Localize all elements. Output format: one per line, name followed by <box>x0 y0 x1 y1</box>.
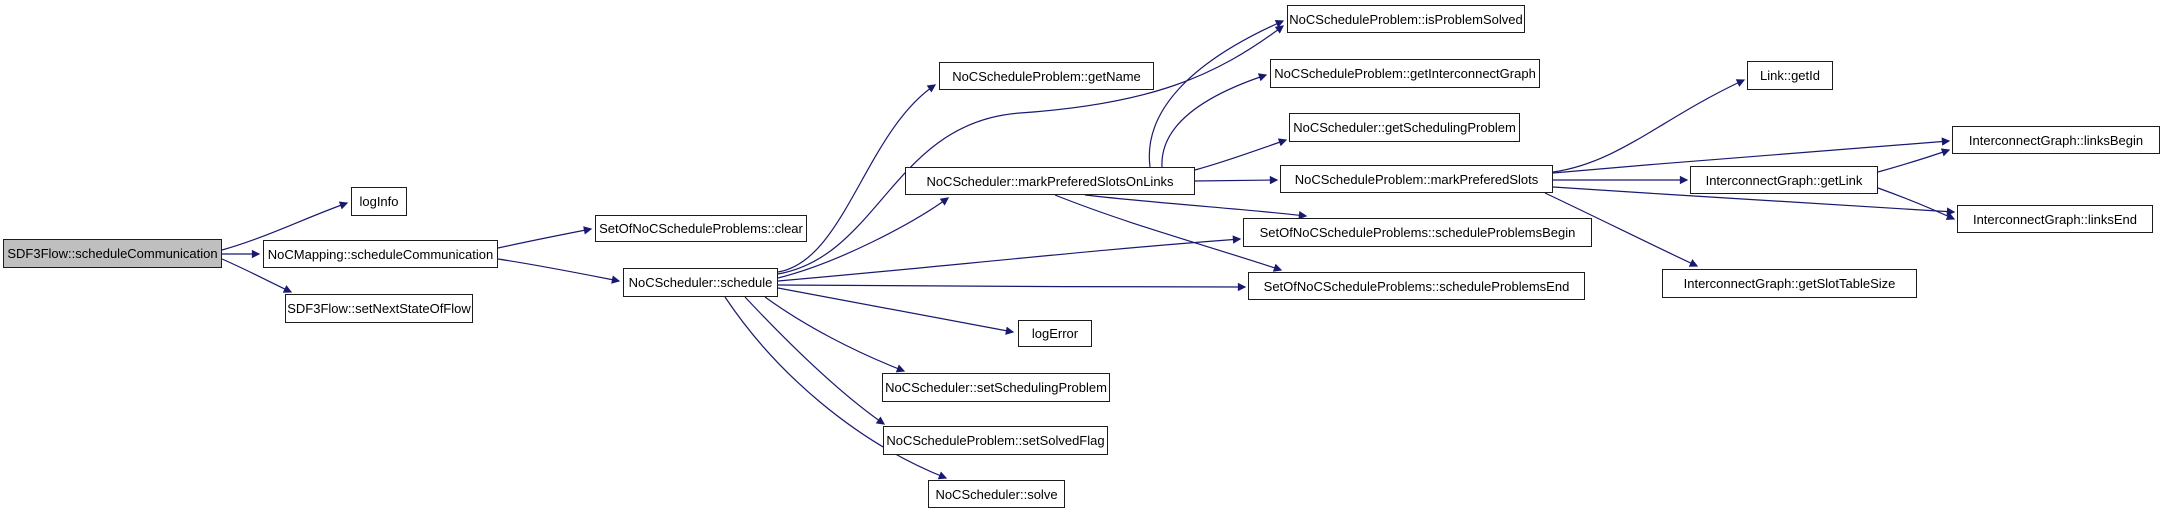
node-interconnectgraph-getslottablesize[interactable]: InterconnectGraph::getSlotTableSize <box>1662 269 1917 298</box>
edge-group <box>221 20 1956 480</box>
node-sdf3flow-schedulecommunication[interactable]: SDF3Flow::scheduleCommunication <box>3 239 222 268</box>
edge-nocscheduler-schedule-to-nocscheduleproblem-isproblemsolved <box>777 25 1285 275</box>
node-nocmapping-schedulecommunication[interactable]: NoCMapping::scheduleCommunication <box>263 240 498 268</box>
edge-nocmapping-schedulecommunication-to-setofnocscheduleproblems-clear <box>497 226 593 249</box>
node-setofnocscheduleproblems-scheduleproblemsbegin[interactable]: SetOfNoCScheduleProblems::scheduleProble… <box>1243 218 1592 247</box>
edge-nocscheduler-schedule-to-setofnocscheduleproblems-scheduleproblemsbegin <box>777 235 1242 282</box>
node-setofnocscheduleproblems-clear[interactable]: SetOfNoCScheduleProblems::clear <box>595 215 807 242</box>
edge-nocscheduler-schedule-to-logerror <box>777 287 1015 335</box>
edge-nocscheduler-markpreferedslotsonlinks-to-nocscheduleproblem-getinterconnectgraph <box>1161 73 1268 168</box>
node-nocscheduleproblem-isproblemsolved[interactable]: NoCScheduleProblem::isProblemSolved <box>1287 5 1525 33</box>
node-loginfo[interactable]: logInfo <box>351 187 407 216</box>
edge-nocscheduler-markpreferedslotsonlinks-to-setofnocscheduleproblems-scheduleproblemsend <box>1054 194 1283 272</box>
edge-nocscheduler-markpreferedslotsonlinks-to-nocscheduleproblem-isproblemsolved <box>1148 20 1285 168</box>
node-nocscheduler-markpreferedslotsonlinks[interactable]: NoCScheduler::markPreferedSlotsOnLinks <box>905 167 1195 195</box>
edge-nocscheduler-schedule-to-nocscheduleproblem-setsolvedflag <box>744 296 886 425</box>
edge-nocscheduler-schedule-to-nocscheduleproblem-getname <box>777 84 937 273</box>
node-nocscheduler-getschedulingproblem[interactable]: NoCScheduler::getSchedulingProblem <box>1289 113 1520 142</box>
edge-nocscheduler-schedule-to-nocscheduler-setschedulingproblem <box>764 296 906 373</box>
node-nocscheduleproblem-getinterconnectgraph[interactable]: NoCScheduleProblem::getInterconnectGraph <box>1270 59 1540 88</box>
edge-nocscheduleproblem-markpreferedslots-to-link-getid <box>1552 79 1746 173</box>
node-nocscheduler-schedule[interactable]: NoCScheduler::schedule <box>623 268 778 297</box>
node-nocscheduler-setschedulingproblem[interactable]: NoCScheduler::setSchedulingProblem <box>882 373 1110 402</box>
node-interconnectgraph-linksend[interactable]: InterconnectGraph::linksEnd <box>1957 205 2153 233</box>
node-nocscheduleproblem-getname[interactable]: NoCScheduleProblem::getName <box>939 62 1154 90</box>
edge-nocscheduler-markpreferedslotsonlinks-to-setofnocscheduleproblems-scheduleproblemsbegin <box>1084 194 1308 220</box>
edge-interconnectgraph-getlink-to-interconnectgraph-linksend <box>1877 187 1956 220</box>
node-setofnocscheduleproblems-scheduleproblemsend[interactable]: SetOfNoCScheduleProblems::scheduleProble… <box>1248 272 1585 300</box>
node-link-getid[interactable]: Link::getId <box>1747 61 1833 90</box>
edge-nocscheduler-schedule-to-setofnocscheduleproblems-scheduleproblemsend <box>777 282 1247 292</box>
node-nocscheduleproblem-setsolvedflag[interactable]: NoCScheduleProblem::setSolvedFlag <box>883 426 1108 455</box>
edge-nocscheduler-schedule-to-nocscheduler-markpreferedslotsonlinks <box>777 197 950 279</box>
edge-nocscheduler-markpreferedslotsonlinks-to-nocscheduleproblem-markpreferedslots <box>1194 175 1279 185</box>
edge-nocscheduleproblem-markpreferedslots-to-interconnectgraph-getslottablesize <box>1544 192 1699 267</box>
edge-nocscheduleproblem-markpreferedslots-to-interconnectgraph-linksend <box>1552 186 1956 216</box>
node-sdf3flow-setnextstateofflow[interactable]: SDF3Flow::setNextStateOfFlow <box>285 294 473 323</box>
edge-nocscheduler-markpreferedslotsonlinks-to-nocscheduler-getschedulingproblem <box>1194 138 1288 171</box>
edge-sdf3flow-schedulecommunication-to-sdf3flow-setnextstateofflow <box>221 258 293 293</box>
node-interconnectgraph-getlink[interactable]: InterconnectGraph::getLink <box>1690 166 1878 194</box>
edge-nocscheduler-schedule-to-nocscheduler-solve <box>724 296 948 480</box>
edge-sdf3flow-schedulecommunication-to-loginfo <box>221 201 349 251</box>
node-logerror[interactable]: logError <box>1018 320 1092 347</box>
edge-nocmapping-schedulecommunication-to-nocscheduler-schedule <box>497 258 621 284</box>
node-nocscheduler-solve[interactable]: NoCScheduler::solve <box>928 480 1065 508</box>
edge-interconnectgraph-getlink-to-interconnectgraph-linksbegin <box>1877 148 1951 173</box>
node-interconnectgraph-linksbegin[interactable]: InterconnectGraph::linksBegin <box>1952 126 2160 154</box>
node-nocscheduleproblem-markpreferedslots[interactable]: NoCScheduleProblem::markPreferedSlots <box>1280 165 1553 193</box>
edge-nocscheduleproblem-markpreferedslots-to-interconnectgraph-linksbegin <box>1552 137 1951 174</box>
